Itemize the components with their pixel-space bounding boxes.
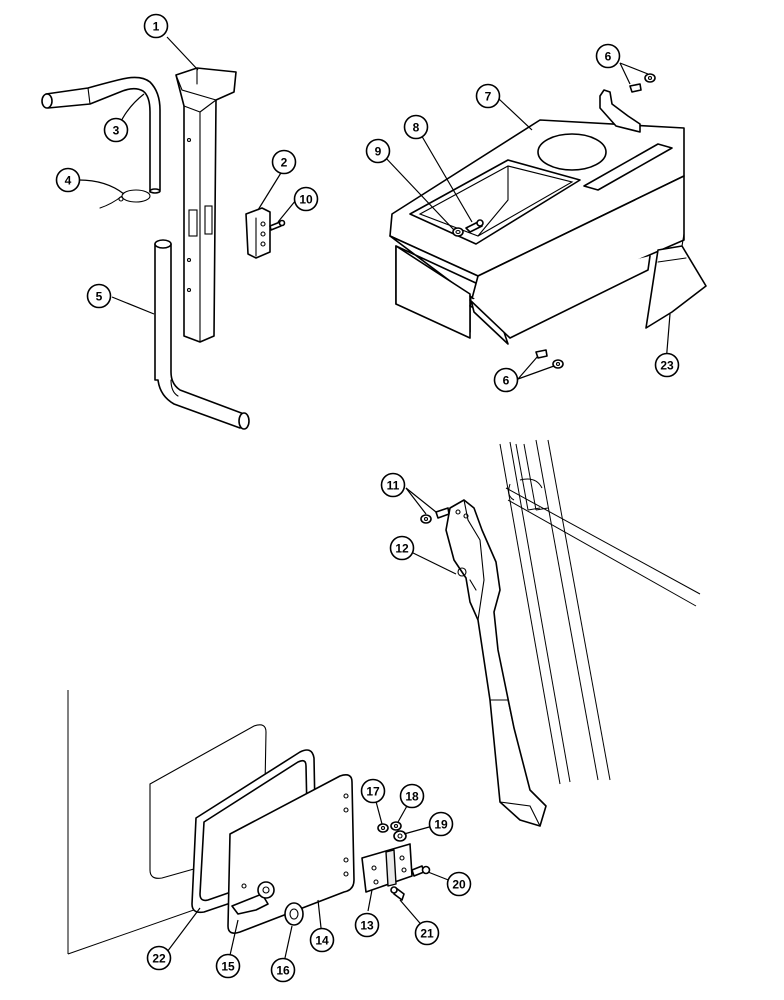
screw-part-20 [411,865,431,877]
callout-c3: 3 [103,117,129,143]
screw-part-10 [269,219,286,231]
callout-number: 17 [366,785,380,799]
callout-circle [446,871,472,897]
latch-handle-part-15 [231,881,275,915]
callout-number: 11 [387,479,400,493]
callout-c18: 18 [399,783,425,809]
callout-number: 18 [405,790,419,804]
callout-c16: 16 [270,957,296,983]
latch-knob-part-16 [284,902,304,926]
washer-part-9 [452,227,464,237]
callout-number: 20 [452,878,466,892]
callout-number: 5 [96,290,103,304]
callout-c1: 1 [143,13,169,39]
callout-number: 6 [503,374,510,388]
nut-part-17 [377,823,389,833]
upper-handle-part-3 [41,76,161,194]
leader-lines [78,36,671,968]
callout-circle [215,953,241,979]
callout-circle [493,367,519,393]
callout-c22: 22 [146,945,172,971]
callout-number: 13 [360,919,374,933]
vertical-bracket-part-12 [445,499,547,827]
callout-c10: 10 [293,186,319,212]
console-assembly [389,73,707,369]
callout-number: 7 [485,90,492,104]
callout-c20: 20 [446,871,472,897]
bolts-part-11 [420,507,450,524]
nut-bolt-part-6-bottom [535,349,564,369]
callout-number: 15 [221,960,235,974]
bracket-part-2 [245,207,271,259]
lock-washer-part-18 [390,821,402,831]
washer-part-19 [393,830,407,842]
callout-circle [414,920,440,946]
callout-number: 12 [395,542,409,556]
callout-circle [293,186,319,212]
nut-bolt-part-6-top [629,73,656,93]
callout-circle [399,783,425,809]
callout-circle [365,138,391,164]
callout-c17: 17 [360,778,386,804]
callout-circle [360,778,386,804]
callout-circle [654,352,680,378]
callout-c6a: 6 [595,43,621,69]
callout-circle [389,535,415,561]
callout-circle [143,13,169,39]
callout-number: 9 [375,145,382,159]
callout-number: 22 [152,952,166,966]
callout-c7: 7 [475,83,501,109]
column-tube-part-1 [175,67,237,343]
screw-part-21 [390,886,405,901]
callout-c13: 13 [354,912,380,938]
callout-c8: 8 [403,114,429,140]
callout-number: 14 [315,934,329,948]
callout-c6b: 6 [493,367,519,393]
callout-circle [55,167,81,193]
callout-circle [309,927,335,953]
callout-c5: 5 [86,283,112,309]
callout-c12: 12 [389,535,415,561]
callout-number: 8 [413,121,420,135]
callout-number: 3 [113,124,120,138]
callout-number: 23 [660,359,674,373]
callout-circle [86,283,112,309]
callout-circle [403,114,429,140]
callout-circle [146,945,172,971]
callout-circle [271,149,297,175]
hinge-part-13 [361,843,413,893]
steering-column-assembly [41,67,286,430]
callout-circle [475,83,501,109]
callout-c4: 4 [55,167,81,193]
side-plate-part-23 [645,233,707,329]
callout-circle [380,472,406,498]
callout-c2: 2 [271,149,297,175]
callout-circle [103,117,129,143]
callout-number: 21 [420,927,434,941]
callout-circle [270,957,296,983]
callout-circle [595,43,621,69]
frame-rails-background [499,439,701,785]
lower-handle-part-5 [154,239,250,430]
callout-number: 10 [299,193,313,207]
callout-number: 4 [65,174,72,188]
clamp-part-4 [99,189,151,209]
callout-c15: 15 [215,953,241,979]
callout-number: 2 [281,156,288,170]
callout-number: 1 [153,20,160,34]
bolt-part-8 [465,219,484,233]
callout-number: 19 [434,818,448,832]
callout-circle [428,811,454,837]
callout-number: 6 [605,50,612,64]
callout-c21: 21 [414,920,440,946]
callout-circle [354,912,380,938]
callout-c19: 19 [428,811,454,837]
callout-c9: 9 [365,138,391,164]
callout-c23: 23 [654,352,680,378]
callout-c11: 11 [380,472,406,498]
callout-c14: 14 [309,927,335,953]
callout-number: 16 [276,964,290,978]
